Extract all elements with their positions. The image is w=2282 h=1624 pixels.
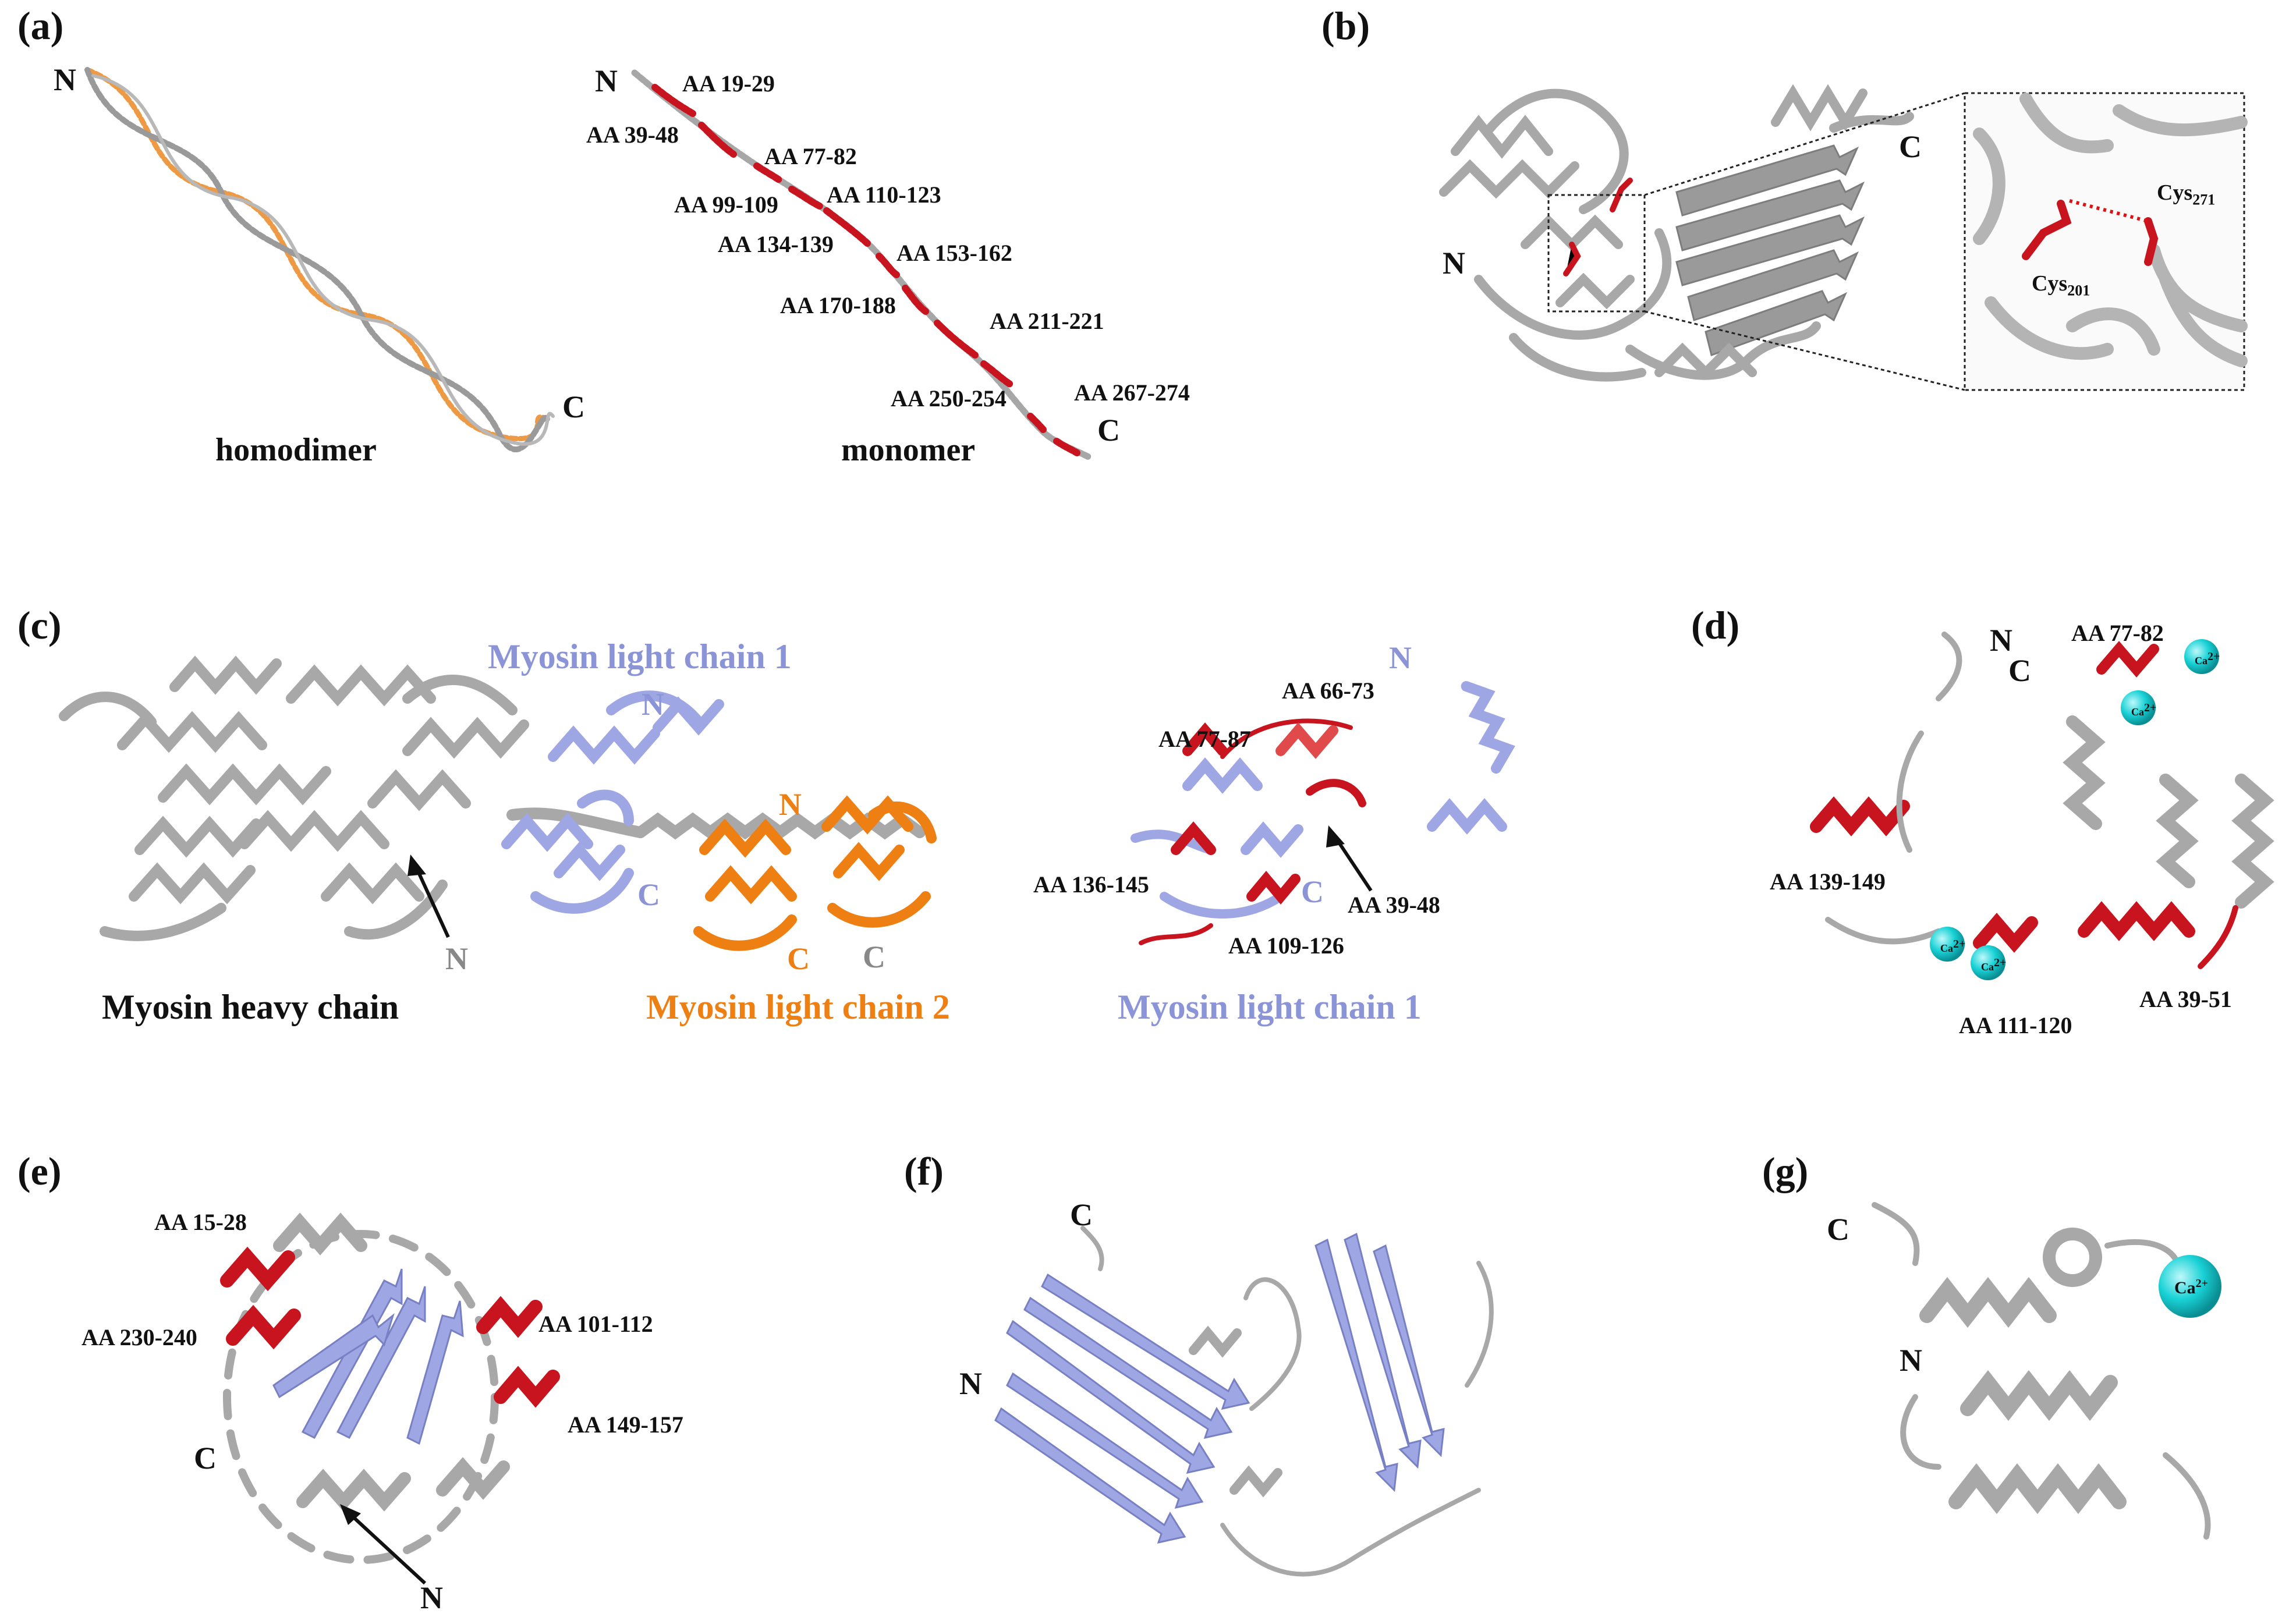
e-region-label: AA 15-28: [154, 1209, 247, 1235]
enzyme-structure: [1439, 88, 1672, 382]
monomer-region-label: AA 134-139: [718, 231, 834, 257]
monomer-n-terminus: N: [595, 63, 618, 98]
monomer-region-label: AA 39-48: [586, 122, 679, 148]
enzyme-c-terminus: C: [1899, 129, 1922, 164]
calcium-ions-d: [1930, 639, 2219, 980]
panel-label-g: (g): [1762, 1149, 1809, 1193]
lc2-caption: Myosin light chain 2: [646, 988, 950, 1026]
e-region-label: AA 230-240: [82, 1324, 197, 1350]
lc1-top-caption: Myosin light chain 1: [488, 637, 792, 676]
lc1-region-label: AA 109-126: [1228, 932, 1344, 959]
monomer-region-label: AA 211-221: [990, 308, 1104, 334]
ca-ion-label: Ca2+: [2131, 701, 2157, 718]
homodimer-n-terminus: N: [54, 62, 76, 97]
lc1-region-label: AA 77-87: [1158, 726, 1251, 752]
d-region-label: AA 77-82: [2071, 620, 2164, 646]
e-c-terminus: C: [194, 1441, 217, 1476]
lc2-n-terminus: N: [779, 787, 802, 822]
monomer-region-label: AA 77-82: [764, 143, 857, 169]
lc1-arrow: [1334, 837, 1373, 892]
monomer-region-label: AA 99-109: [674, 192, 778, 218]
monomer-structure: [631, 69, 1092, 460]
panel-label-d: (d): [1691, 603, 1740, 647]
panel-label-b: (b): [1321, 3, 1370, 48]
lc1-region-label: AA 66-73: [1282, 678, 1374, 704]
panel-label-c: (c): [17, 603, 62, 647]
hc-n-terminus: N: [445, 941, 468, 976]
g-ca-ion-label: Ca2+: [2174, 1277, 2209, 1297]
f-c-terminus: C: [1070, 1197, 1093, 1232]
lc2-c-terminus: C: [787, 941, 810, 976]
ca-ion-label: Ca2+: [1940, 938, 1966, 954]
inset-ribbons: [1973, 93, 2248, 367]
e-n-arrow: [348, 1512, 427, 1585]
panel-e-structure: [220, 1212, 560, 1564]
heavy-chain-caption: Myosin heavy chain: [102, 988, 399, 1026]
lc1-bottom-caption: Myosin light chain 1: [1118, 988, 1422, 1026]
panel-label-f: (f): [904, 1149, 944, 1193]
ca-ion-label: Ca2+: [2195, 650, 2220, 666]
panel-d-structure: [1810, 632, 2274, 969]
monomer-caption: monomer: [841, 432, 976, 468]
ca-ion-label: Ca2+: [1981, 956, 2007, 973]
myosin-light-chain-1-detail: [1131, 681, 1515, 945]
f-n-terminus: N: [959, 1366, 982, 1401]
monomer-region-label: AA 267-274: [1074, 380, 1190, 406]
monomer-region-label: AA 110-123: [827, 182, 941, 208]
monomer-region-label: AA 153-162: [897, 240, 1012, 266]
cys271-label: Cys271: [2157, 180, 2216, 208]
enzyme-beta-sheet: [1675, 144, 1865, 356]
myosin-light-chain-1-structure: [501, 690, 724, 914]
e-region-label: AA 149-157: [568, 1412, 683, 1438]
lc1-region-label: AA 39-48: [1348, 892, 1440, 918]
monomer-region-label: AA 250-254: [891, 385, 1007, 412]
lc2-c-terminus-2: C: [863, 939, 885, 974]
lc1-region-label: AA 136-145: [1033, 871, 1149, 898]
d-region-label: AA 39-51: [2139, 986, 2232, 1012]
myosin-light-chain-2-structure: [693, 795, 937, 951]
e-n-terminus: N: [420, 1580, 443, 1615]
cys201-label: Cys201: [2032, 271, 2090, 299]
hc-n-arrow: [414, 866, 450, 938]
d-c-terminus: C: [2008, 653, 2031, 688]
g-c-terminus: C: [1827, 1212, 1849, 1247]
d-region-label: AA 139-149: [1770, 868, 1886, 895]
d-region-label: AA 111-120: [1959, 1012, 2072, 1038]
g-n-terminus: N: [1900, 1343, 1922, 1378]
homodimer-structure: [84, 67, 555, 453]
panel-label-a: (a): [17, 3, 64, 48]
lc1-detail-n-terminus: N: [1389, 640, 1412, 675]
lc1-detail-c-terminus: C: [1301, 874, 1324, 909]
monomer-c-terminus: C: [1097, 413, 1120, 448]
panel-label-e: (e): [17, 1149, 62, 1193]
homodimer-c-terminus: C: [562, 389, 585, 424]
homodimer-caption: homodimer: [215, 432, 377, 468]
panel-f-structure: [994, 1226, 1494, 1577]
enzyme-n-terminus: N: [1443, 246, 1465, 281]
myosin-heavy-chain-structure: [59, 655, 529, 941]
panel-g-structure: [1872, 1202, 2211, 1540]
zoom-box-small: [1547, 194, 1646, 313]
monomer-region-label: AA 170-188: [780, 292, 896, 318]
e-region-label: AA 101-112: [538, 1311, 653, 1337]
calcium-ion-g: [2159, 1255, 2221, 1318]
lc1-n-terminus: N: [642, 687, 664, 722]
monomer-region-label: AA 19-29: [682, 70, 775, 97]
panel-e-beta-barrel: [272, 1268, 464, 1445]
d-n-terminus: N: [1990, 623, 2012, 658]
lc1-c-terminus: C: [637, 877, 660, 912]
